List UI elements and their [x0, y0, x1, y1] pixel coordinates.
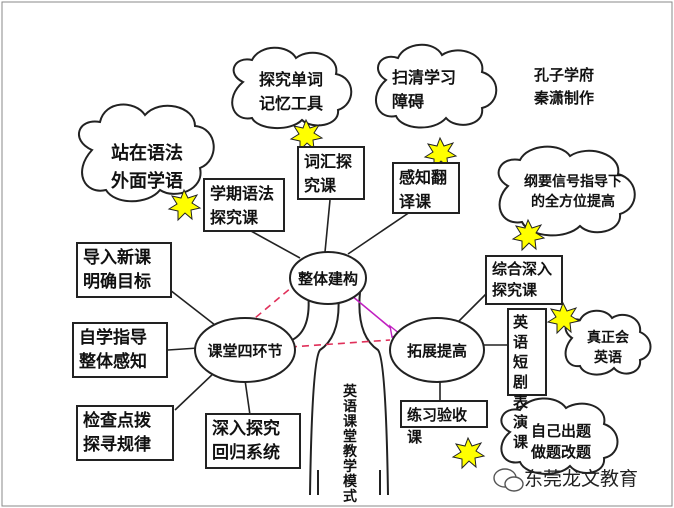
star-2: [289, 118, 324, 152]
box-vocab: 词汇探 究课: [297, 146, 365, 200]
cloud-outline-shape: [497, 145, 636, 237]
oval-right: [389, 317, 485, 383]
box-intro-goal: 导入新课 明确目标: [76, 242, 172, 298]
star-1: [167, 188, 202, 222]
star-4: [511, 218, 546, 252]
box-check-rules: 检查点拨 探寻规律: [76, 405, 174, 461]
cloud-outline-signal-text: 纲要信号指导下 的全方位提高: [524, 174, 622, 210]
credit-note: 孔子学府 秦潇制作: [534, 66, 595, 107]
box-deep-explore: 深入探究 回归系统: [205, 413, 301, 469]
oval-right-label: 拓展提高: [406, 342, 467, 360]
cloud-real-english-text: 真正会 英语: [587, 330, 629, 366]
oval-left: [194, 317, 296, 383]
cloud-grammar-outside-text: 站在语法 外面学语: [111, 143, 183, 192]
box-drama: 英语 短剧 表演 课: [507, 308, 547, 451]
star-5: [546, 301, 581, 335]
right-connectors: [439, 289, 508, 400]
box-semester-grammar: 学期语法 探究课: [203, 178, 285, 232]
cloud-word-memory-text: 探究单词 记忆工具: [258, 70, 323, 113]
tree-trunk: [291, 291, 389, 496]
trunk-label: 英 语 课 堂 教 学 模 式: [343, 384, 357, 505]
box-perceive-translate: 感知翻 译课: [392, 162, 460, 214]
cloud-obstacles-shape: [375, 43, 498, 129]
cloud-memory-shape: [231, 46, 353, 129]
oval-left-label: 课堂四环节: [207, 342, 283, 360]
dashed-triangle: [254, 281, 391, 348]
box-practice: 练习验收课: [400, 400, 488, 446]
cloud-shapes: [78, 43, 652, 475]
box-comprehensive: 综合深入 探究课: [485, 255, 563, 305]
wechat-icon: [493, 468, 524, 492]
star-shapes: [167, 118, 581, 470]
oval-top: [289, 251, 367, 305]
box-self-study: 自学指导 整体感知: [72, 322, 168, 378]
cloud-self-question-text: 自己出题 做题改题: [530, 422, 591, 461]
star-3: [423, 136, 458, 170]
cloud-real-english-shape: [564, 309, 652, 376]
cloud-grammar-shape: [78, 103, 215, 203]
star-6: [451, 436, 486, 470]
left-connectors: [167, 289, 251, 416]
cloud-self-question-shape: [500, 397, 619, 475]
cloud-clear-obstacles-text: 扫清学习 障碍: [392, 68, 457, 111]
oval-top-label: 整体建构: [297, 270, 358, 288]
watermark-text: 东莞龙文教育: [524, 468, 639, 490]
